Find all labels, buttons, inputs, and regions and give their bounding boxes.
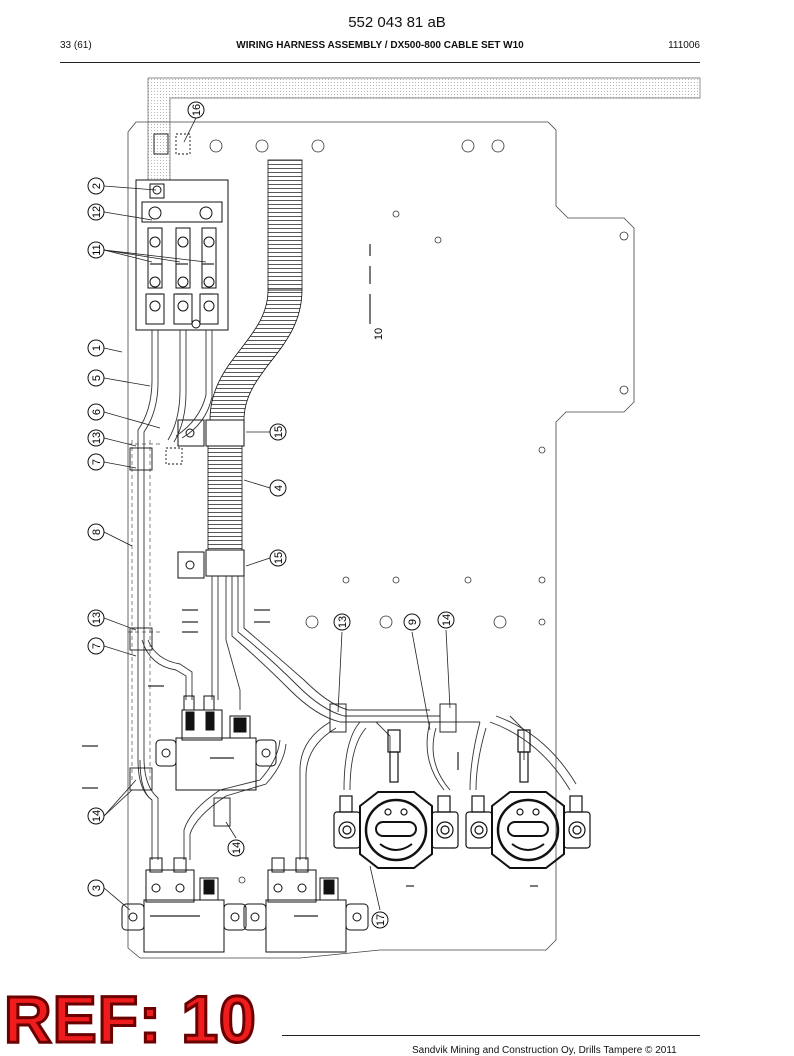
- relay-module-bottom-right: [243, 857, 369, 953]
- callout-11: 11: [87, 241, 105, 259]
- svg-text:17: 17: [375, 914, 387, 926]
- svg-text:13: 13: [91, 612, 103, 624]
- svg-text:7: 7: [91, 643, 103, 649]
- svg-text:15: 15: [273, 426, 285, 438]
- svg-text:14: 14: [441, 614, 453, 626]
- svg-text:6: 6: [91, 409, 103, 415]
- svg-text:4: 4: [273, 485, 285, 491]
- connector-right: [465, 729, 591, 869]
- svg-text:14: 14: [91, 810, 103, 822]
- part-callouts: 16 2 12 11 1 5 6 13 7 8 13 7 14 3 15 4 1…: [87, 101, 455, 929]
- document-number: 552 043 81 aB: [348, 14, 446, 31]
- callout-1: 1: [87, 339, 105, 357]
- callout-7-lower: 7: [87, 637, 105, 655]
- callout-2: 2: [87, 177, 105, 195]
- harness-wires: [137, 330, 577, 860]
- upper-cable-duct: [147, 77, 701, 181]
- relay-module-bottom-left: [121, 857, 247, 953]
- svg-text:9: 9: [407, 619, 419, 625]
- document-title: WIRING HARNESS ASSEMBLY / DX500-800 CABL…: [236, 40, 524, 51]
- callout-9: 9: [403, 613, 421, 631]
- svg-text:8: 8: [91, 529, 103, 535]
- label-10: 10: [373, 328, 385, 340]
- wire-marker-ticks: [82, 244, 538, 917]
- svg-text:15: 15: [273, 552, 285, 564]
- header-row: 33 (61) WIRING HARNESS ASSEMBLY / DX500-…: [60, 40, 700, 56]
- callout-13-right: 13: [333, 613, 351, 631]
- svg-text:5: 5: [91, 375, 103, 381]
- leader-lines: [103, 117, 451, 911]
- svg-text:16: 16: [191, 104, 203, 116]
- callout-13-upper: 13: [87, 429, 105, 447]
- page-indicator: 33 (61): [60, 40, 92, 51]
- svg-text:7: 7: [91, 459, 103, 465]
- svg-text:2: 2: [91, 183, 103, 189]
- mounting-plate: [127, 121, 635, 959]
- svg-text:12: 12: [91, 206, 103, 218]
- callout-13-lower: 13: [87, 609, 105, 627]
- callout-8: 8: [87, 523, 105, 541]
- callout-6: 6: [87, 403, 105, 421]
- callout-3: 3: [87, 879, 105, 897]
- sheath-lines: [128, 440, 160, 780]
- relay-module-middle: [155, 695, 277, 791]
- callout-15-lower: 15: [269, 549, 287, 567]
- cable-clamps: [129, 133, 457, 827]
- callout-7-upper: 7: [87, 453, 105, 471]
- callout-5: 5: [87, 369, 105, 387]
- header-rule: [60, 62, 700, 63]
- svg-text:3: 3: [91, 885, 103, 891]
- connector-left: [333, 729, 459, 869]
- svg-text:1: 1: [91, 345, 103, 351]
- callout-14-right: 14: [437, 611, 455, 629]
- callout-17: 17: [371, 911, 389, 929]
- plate-holes: [209, 139, 629, 884]
- svg-text:11: 11: [91, 244, 103, 255]
- callout-15-upper: 15: [269, 423, 287, 441]
- svg-text:13: 13: [91, 432, 103, 444]
- callout-14-left: 14: [87, 807, 105, 825]
- footer-rule: [282, 1035, 700, 1036]
- footer-copyright: Sandvik Mining and Construction Oy, Dril…: [412, 1045, 677, 1056]
- callout-14-bottom: 14: [227, 839, 245, 857]
- document-code: 111006: [668, 40, 700, 51]
- callout-16: 16: [187, 101, 205, 119]
- callout-12: 12: [87, 203, 105, 221]
- ref-stamp: REF: 10: [3, 982, 258, 1056]
- svg-text:10: 10: [373, 328, 385, 340]
- svg-text:13: 13: [337, 616, 349, 628]
- corrugated-hose: [177, 159, 303, 579]
- callout-4: 4: [269, 479, 287, 497]
- svg-text:14: 14: [231, 842, 243, 854]
